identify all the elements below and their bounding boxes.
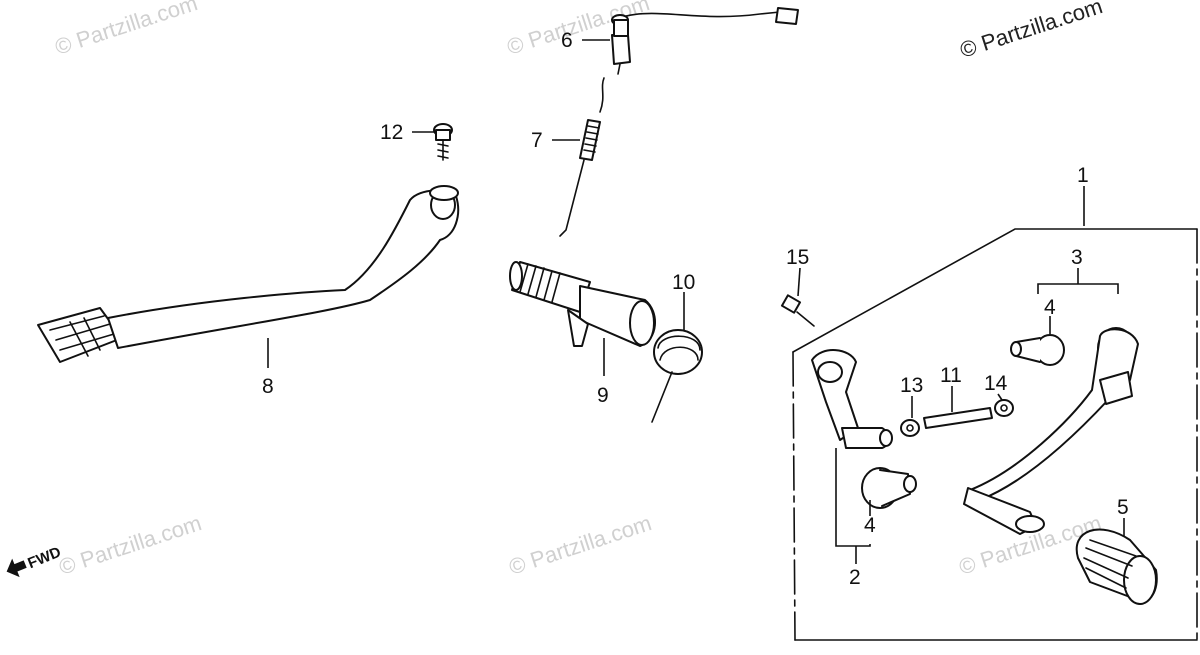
- pedal-rubber: [1075, 528, 1158, 605]
- callout-7: 7: [531, 129, 543, 152]
- watermark-bottom-center: © Partzilla.com: [506, 510, 655, 580]
- callout-13: 13: [900, 374, 923, 397]
- shift-arm: [811, 349, 893, 449]
- callout-15: 15: [786, 246, 809, 269]
- watermark-bottom-left: © Partzilla.com: [56, 510, 205, 580]
- nut-14: [994, 399, 1014, 417]
- callout-8: 8: [262, 375, 274, 398]
- pivot-shaft: [509, 261, 657, 347]
- callout-4-lower: 4: [864, 514, 876, 537]
- return-spring: [651, 329, 703, 423]
- stop-switch: [611, 7, 799, 75]
- watermark-top-left: © Partzilla.com: [52, 0, 201, 60]
- callout-3: 3: [1071, 246, 1083, 269]
- watermark-copyright: © Partzilla.com: [957, 0, 1106, 63]
- assembly-outline: [792, 228, 1198, 641]
- forward-indicator: FWD: [6, 544, 64, 578]
- joint-lower: [861, 467, 917, 509]
- nut-13: [900, 419, 920, 437]
- watermark-top-center: © Partzilla.com: [504, 0, 653, 60]
- leader-lines: [267, 39, 1125, 564]
- callout-10: 10: [672, 271, 695, 294]
- bolt-12: [433, 123, 453, 161]
- callout-11: 11: [940, 364, 962, 387]
- callout-9: 9: [597, 384, 609, 407]
- tie-rod: [923, 407, 993, 429]
- switch-spring: [559, 77, 605, 237]
- callout-4-upper: 4: [1044, 296, 1056, 319]
- arrow-left-icon: [6, 558, 27, 578]
- fwd-label: FWD: [25, 544, 63, 573]
- callout-14: 14: [984, 372, 1008, 395]
- callout-6: 6: [561, 29, 573, 52]
- gearshift-pedal: [963, 327, 1139, 535]
- joint-upper: [1010, 334, 1065, 366]
- brake-pedal: [37, 185, 460, 363]
- callout-1: 1: [1077, 164, 1089, 187]
- callout-5: 5: [1117, 496, 1129, 519]
- bolt-15: [780, 294, 815, 327]
- callout-12: 12: [380, 121, 403, 144]
- callout-2: 2: [849, 566, 861, 589]
